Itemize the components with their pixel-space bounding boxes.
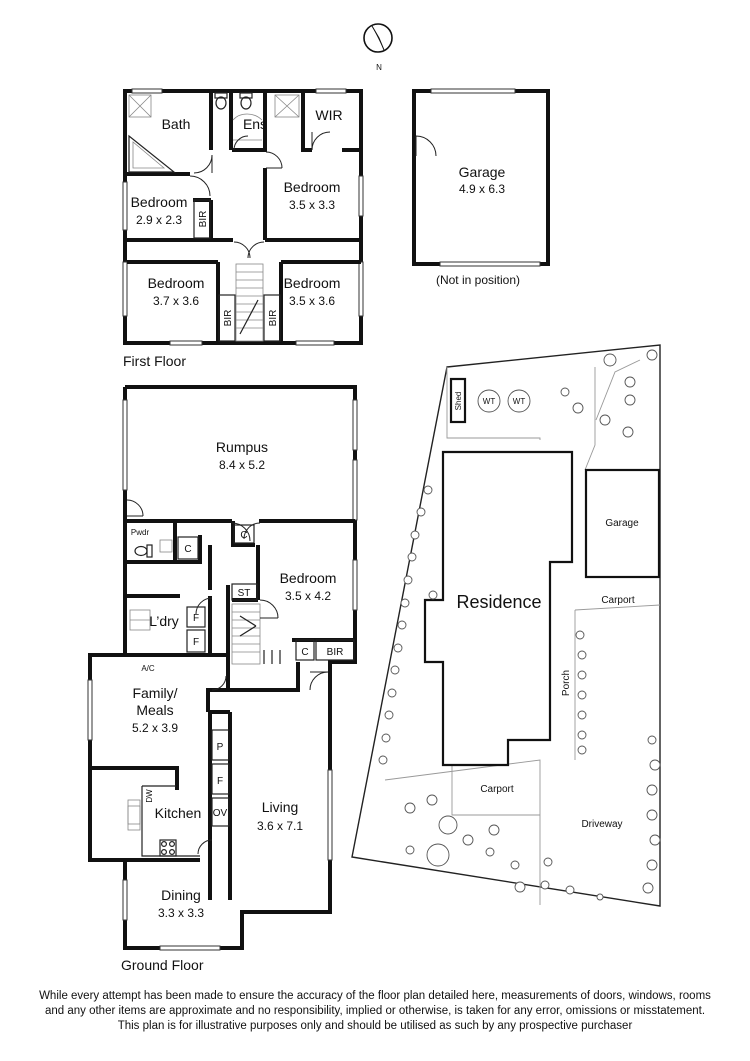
room-label-rumpus: Rumpus [216,439,268,455]
room-dims-family: 5.2 x 3.9 [132,721,178,735]
room-dims-bedroom-3: 3.7 x 3.6 [153,294,199,308]
fridge-label-1: F [193,613,199,624]
bir-label-3: BIR [268,310,279,327]
room-label-bedroom-4: Bedroom [284,275,341,291]
room-dims-bedroom-1: 3.5 x 3.3 [289,198,335,212]
north-arrow-icon: N [363,23,393,72]
first-floor-title: First Floor [123,353,186,369]
room-label-family: Family/ [132,685,177,701]
ac-label: A/C [141,664,155,673]
closet-label-c3: C [301,647,308,658]
disclaimer-line-2: and any other items are approximate and … [44,1005,706,1017]
room-label-bedroom-1: Bedroom [284,179,341,195]
room-dims-bedroom-2: 2.9 x 2.3 [136,213,182,227]
site-driveway-label: Driveway [581,819,622,830]
room-label-living: Living [262,799,299,815]
cooktop-icon [159,839,177,857]
room-label-pwdr: Pwdr [131,528,150,537]
bir-label-2: BIR [223,310,234,327]
bathtub-icon [128,134,176,173]
room-label-kitchen: Kitchen [155,805,202,821]
tree-icon [378,349,661,901]
water-tank-icon [477,389,531,413]
room-dims-rumpus: 8.4 x 5.2 [219,458,265,472]
room-label-bedroom-gf: Bedroom [280,570,337,586]
room-label-laundry: L’dry [149,613,179,629]
stairs-icon [235,263,264,342]
ground-floor-plan: Rumpus 8.4 x 5.2 Pwdr C C Bedroom 3.5 x … [87,385,358,973]
room-label-meals: Meals [136,702,173,718]
bir-label-gf: BIR [327,647,344,658]
garage-dims: 4.9 x 6.3 [459,182,505,196]
closet-label-c2: C [240,530,247,541]
room-label-bath: Bath [162,116,191,132]
oven-label: OV [213,808,228,819]
site-wt-label-2: WT [513,397,526,406]
site-carport-front-label: Carport [480,784,514,795]
room-dims-living: 3.6 x 7.1 [257,819,303,833]
shower-icon [128,94,300,118]
site-shed-label: Shed [454,392,463,411]
site-wt-label-1: WT [483,397,496,406]
fridge-label-2: F [193,637,199,648]
garage-note: (Not in position) [436,273,520,287]
first-floor-plan: Bath Ens WIR Bedroom 2.9 x 2.3 Bedroom 3… [122,88,364,369]
disclaimer-text: While every attempt has been made to ens… [20,989,730,1034]
garage-plan: Garage 4.9 x 6.3 (Not in position) [412,88,550,287]
site-garage-label: Garage [605,518,639,529]
disclaimer-line-3: This plan is for illustrative purposes o… [117,1020,633,1032]
site-porch-label: Porch [561,670,572,696]
site-plan: Shed WT WT Residence Garage Carport Porc… [351,344,661,907]
dishwasher-label: DW [145,789,154,803]
fridge-label-kitchen: F [217,776,223,787]
bir-label-1: BIR [198,211,209,228]
ground-stairs-icon [231,603,281,665]
room-label-dining: Dining [161,887,201,903]
room-label-ens: Ens [243,116,267,132]
site-carport-east-label: Carport [601,595,635,606]
room-dims-bedroom-4: 3.5 x 3.6 [289,294,335,308]
garage-label: Garage [459,164,506,180]
storage-label-st: ST [238,588,251,599]
room-dims-bedroom-gf: 3.5 x 4.2 [285,589,331,603]
pantry-label: P [217,742,224,753]
room-label-bedroom-3: Bedroom [148,275,205,291]
room-label-wir: WIR [315,107,342,123]
room-dims-dining: 3.3 x 3.3 [158,906,204,920]
room-label-bedroom-2: Bedroom [131,194,188,210]
closet-label-c1: C [184,544,191,555]
north-label: N [376,63,382,72]
disclaimer-line-1: While every attempt has been made to ens… [39,990,711,1002]
site-residence-label: Residence [456,592,541,612]
ground-floor-title: Ground Floor [121,957,204,973]
pwdr-toilet-icon [134,539,173,558]
